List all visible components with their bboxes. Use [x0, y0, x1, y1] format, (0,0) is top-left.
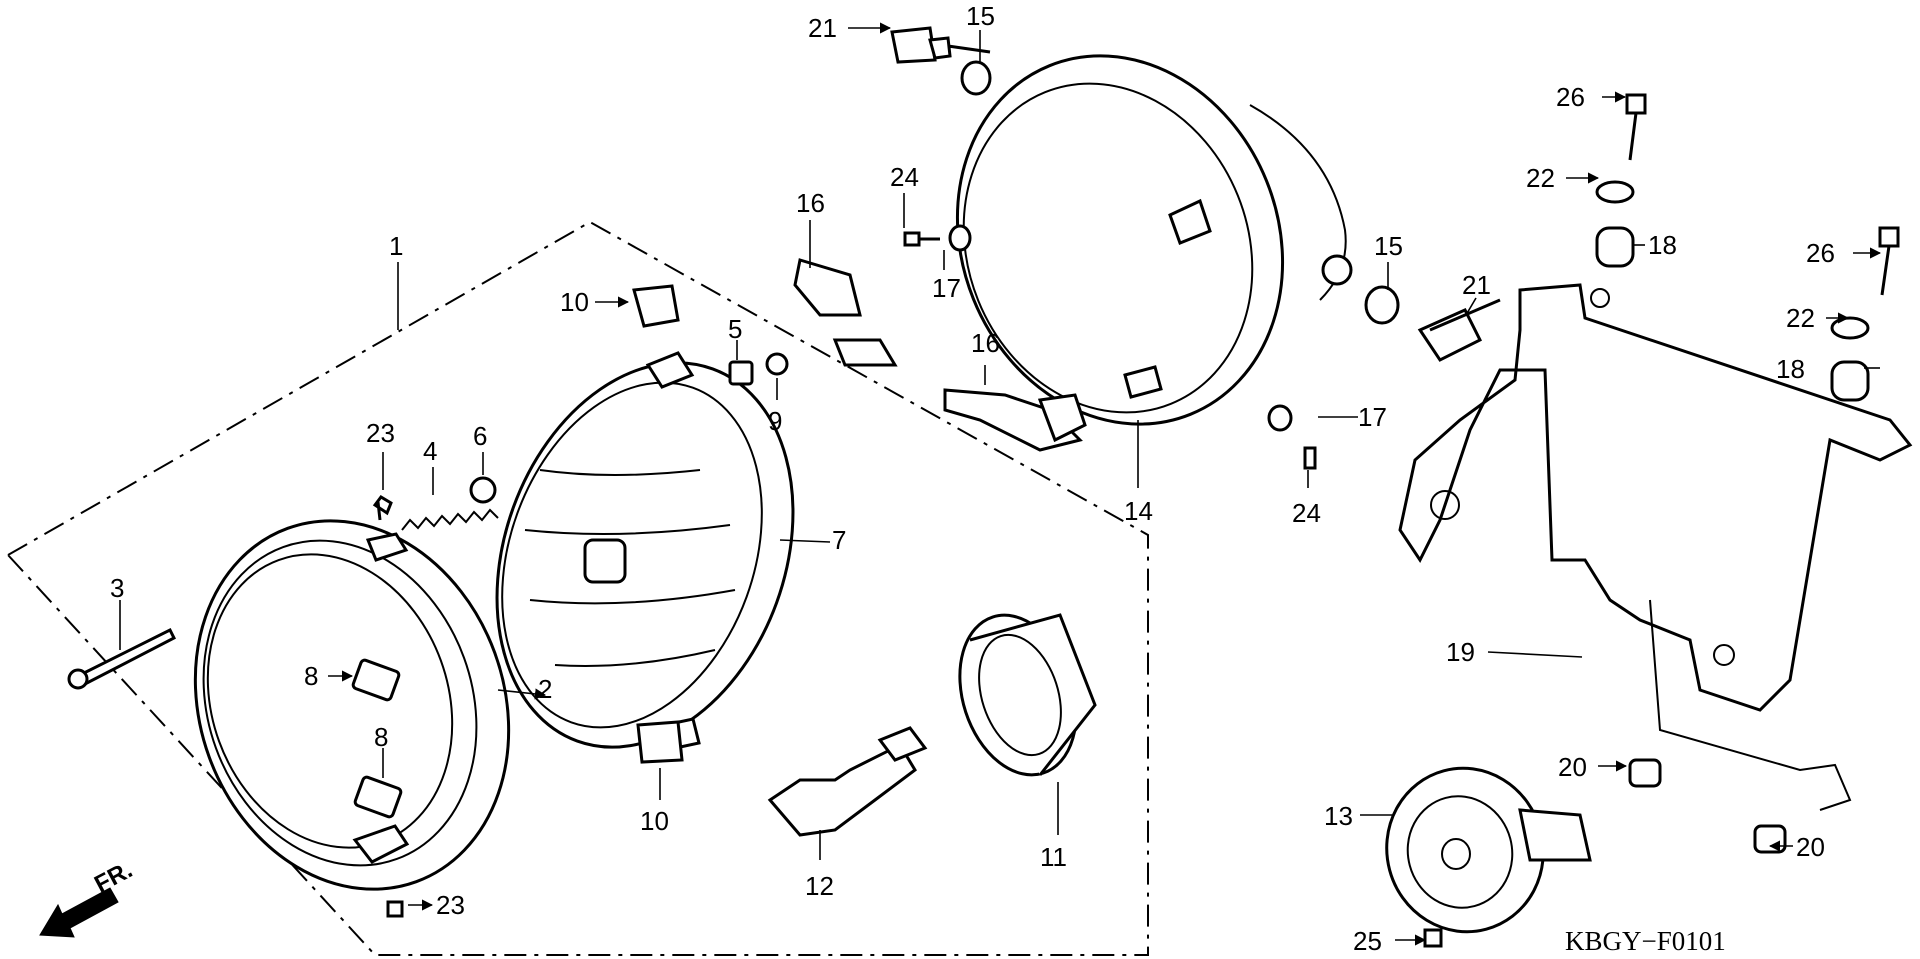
callout-2: 2 [538, 674, 552, 704]
callout-15a: 15 [966, 1, 995, 31]
callout-26b: 26 [1806, 238, 1835, 268]
callout-20a: 20 [1558, 752, 1587, 782]
callout-12: 12 [805, 871, 834, 901]
callout-15b: 15 [1374, 231, 1403, 261]
callout-11: 11 [1040, 842, 1067, 872]
callout-9: 9 [768, 406, 782, 436]
callout-17b: 17 [1358, 402, 1387, 432]
callout-3: 3 [110, 573, 124, 603]
headlight-lens-part [495, 351, 795, 751]
callout-18a: 18 [1648, 230, 1677, 260]
leader-lines [119, 22, 1882, 946]
headlight-case-part [955, 54, 1353, 426]
callout-22b: 22 [1786, 303, 1815, 333]
callout-7: 7 [832, 525, 846, 555]
front-label: FR. [90, 856, 137, 898]
diagram-code: KBGY−F0101 [1565, 926, 1726, 956]
headlight-rim-part [193, 519, 511, 891]
callout-5: 5 [728, 314, 742, 344]
front-direction-indicator: FR. [39, 856, 137, 938]
callout-6: 6 [473, 421, 487, 451]
callout-26a: 26 [1556, 82, 1585, 112]
callout-17a: 17 [932, 273, 961, 303]
callout-20b: 20 [1796, 832, 1825, 862]
callout-24a: 24 [890, 162, 919, 192]
callout-23b: 23 [436, 890, 465, 920]
adjusting-screw-part [67, 627, 177, 690]
callout-4: 4 [423, 436, 437, 466]
spring-part [401, 508, 499, 531]
callout-21a: 21 [808, 13, 837, 43]
callout-24b: 24 [1292, 498, 1321, 528]
callout-19: 19 [1446, 637, 1475, 667]
headlight-stay-part [1398, 283, 1913, 811]
callout-1: 1 [389, 231, 403, 261]
callout-25: 25 [1353, 926, 1382, 956]
small-hardware [351, 26, 1900, 948]
callout-labels: 1 2 3 4 5 6 7 8 8 9 10 10 11 12 13 14 15… [110, 1, 1835, 956]
callout-23a: 23 [366, 418, 395, 448]
socket-cover-part [958, 613, 1097, 777]
front-arrow-icon [39, 887, 119, 938]
callout-18b: 18 [1776, 354, 1805, 384]
callout-10a: 10 [560, 287, 589, 317]
callout-16b: 16 [971, 328, 1000, 358]
callout-13: 13 [1324, 801, 1353, 831]
washer-part [469, 476, 497, 504]
callout-14: 14 [1124, 496, 1153, 526]
callout-16a: 16 [796, 188, 825, 218]
headlight-assembly-outline [6, 220, 1149, 956]
callout-21b: 21 [1462, 270, 1491, 300]
headlight-bulb-part [767, 726, 928, 837]
callout-8a: 8 [304, 661, 318, 691]
callout-8b: 8 [374, 722, 388, 752]
horn-part [1385, 766, 1592, 934]
callout-22a: 22 [1526, 163, 1555, 193]
callout-10b: 10 [640, 806, 669, 836]
